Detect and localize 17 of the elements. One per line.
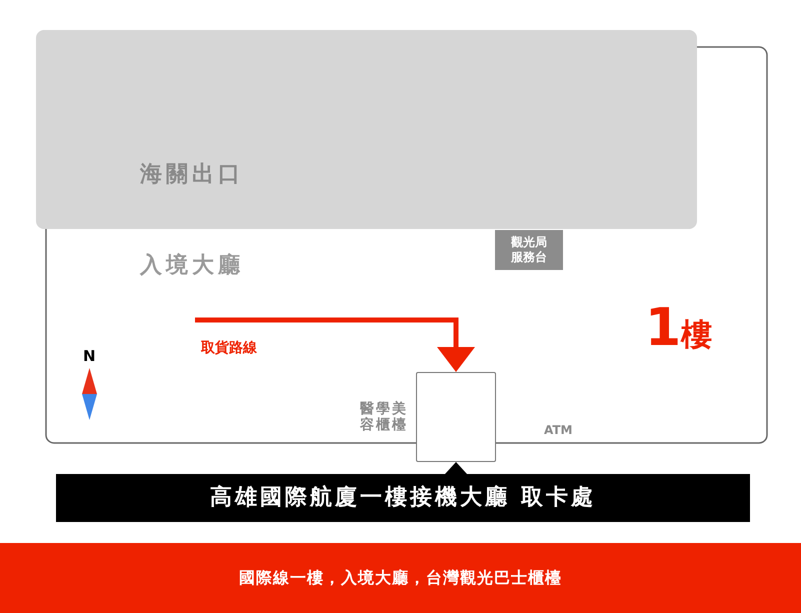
customs-exit-area — [36, 30, 697, 229]
atm-label: ATM — [544, 423, 572, 438]
edge-label: 取貨路線 — [201, 339, 257, 357]
hall-area — [36, 30, 768, 462]
service-desk-box — [495, 230, 563, 270]
compass-letter: N — [83, 347, 96, 365]
area-label: 入境大廳 — [140, 252, 244, 280]
route-arrow — [195, 318, 475, 372]
counter-box — [416, 372, 496, 462]
banner-title: 高雄國際航廈一樓接機大廳 取卡處 — [210, 484, 596, 512]
pointer-arrow — [445, 462, 467, 474]
floor-label: 1樓 — [645, 300, 712, 360]
banner — [56, 474, 750, 522]
counter-label: 醫學美容櫃檯 — [360, 401, 408, 433]
desk-label: 觀光局服務台 — [510, 235, 548, 265]
area-label: 海關出口 — [140, 161, 244, 189]
caption-text: 國際線一樓，入境大廳，台灣觀光巴士櫃檯 — [239, 568, 562, 588]
